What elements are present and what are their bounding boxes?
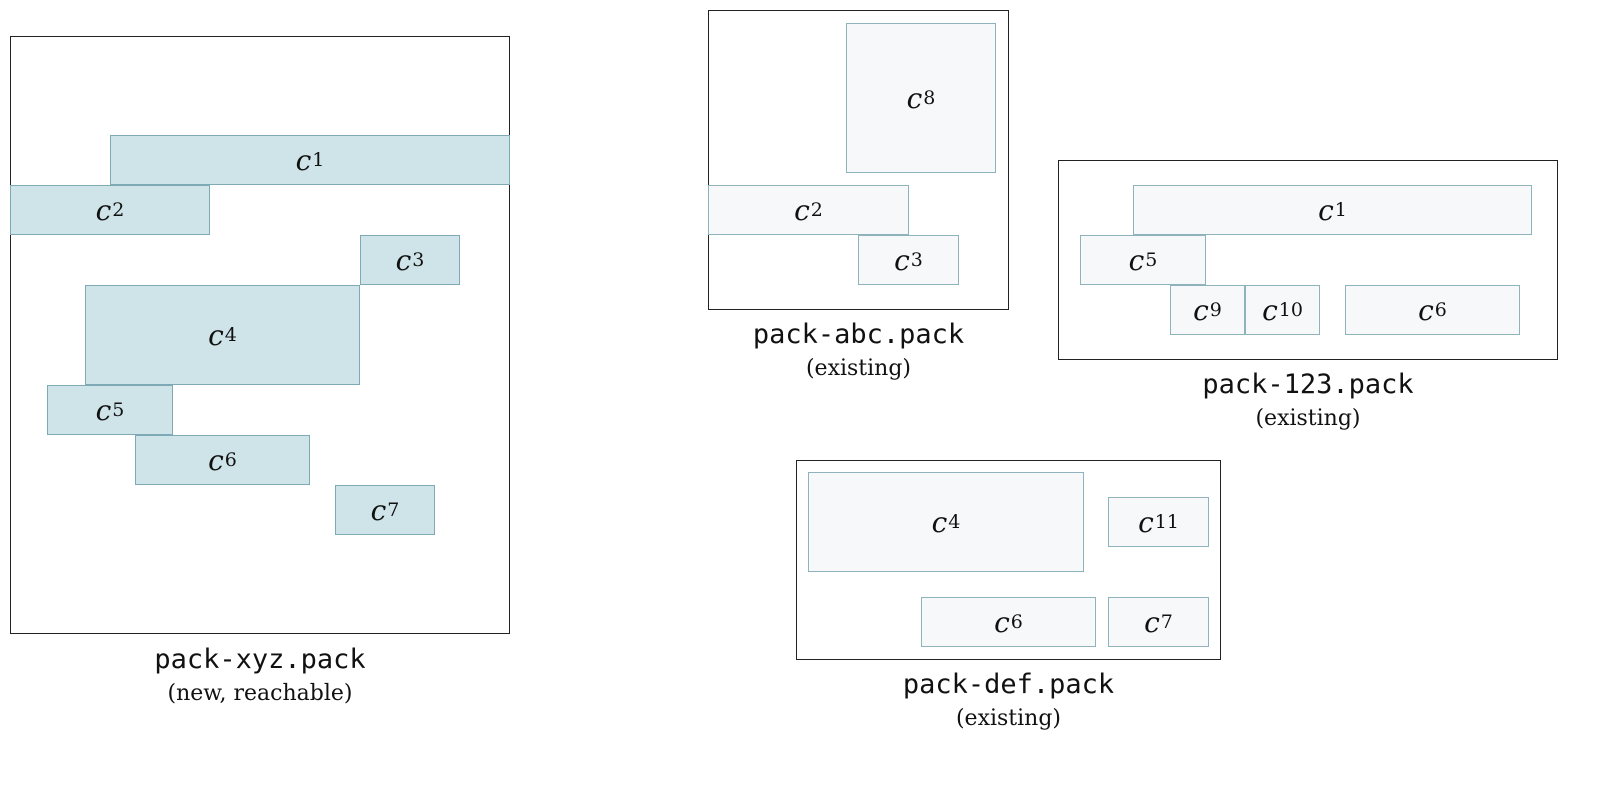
pack-note: (new, reachable) bbox=[167, 681, 353, 706]
pack-def-caption: pack-def.pack (existing) bbox=[796, 668, 1221, 736]
pack-name: pack-xyz.pack bbox=[154, 644, 366, 675]
pack-name: pack-abc.pack bbox=[752, 319, 965, 350]
pack-123-caption: pack-123.pack (existing) bbox=[1058, 368, 1558, 436]
pack-abc-caption: pack-abc.pack (existing) bbox=[708, 318, 1009, 386]
pack-note: (existing) bbox=[805, 356, 912, 381]
pack-note: (existing) bbox=[1255, 406, 1361, 431]
pack-name: pack-123.pack bbox=[1202, 369, 1414, 400]
pack-xyz-caption: pack-xyz.pack (new, reachable) bbox=[10, 643, 510, 711]
pack-name: pack-def.pack bbox=[902, 669, 1115, 700]
pack-note: (existing) bbox=[955, 706, 1062, 731]
